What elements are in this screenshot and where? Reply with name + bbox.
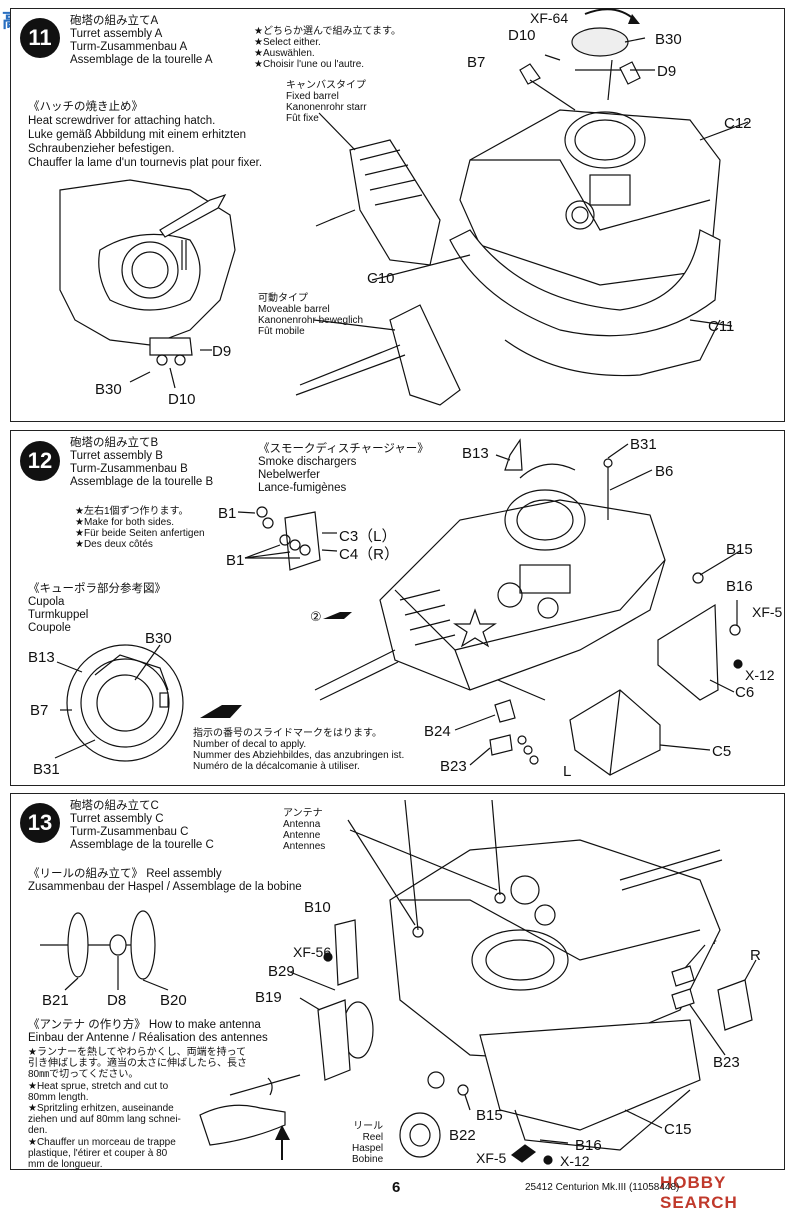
label-l: L [563, 763, 572, 780]
label-b16: B16 [726, 578, 753, 595]
label-b22: B22 [449, 1127, 476, 1144]
label-c10: C10 [367, 270, 395, 287]
label-b13-cupola: B13 [28, 649, 55, 666]
smoke-note: 《スモークディスチャージャー》 Smoke dischargers Nebelw… [258, 443, 429, 494]
label-b30-hatch: B30 [95, 381, 122, 398]
label-b29: B29 [268, 963, 295, 980]
label-x12: X-12 [745, 667, 775, 683]
label-b23-c: B23 [713, 1054, 740, 1071]
cupola-note: 《キューポラ部分参考図》 Cupola Turmkuppel Coupole [28, 583, 166, 634]
howto-antenna-steps: ★ランナーを熱してやわらかくし、両端を持って 引き伸ばします。適当の太さに伸ばし… [28, 1047, 247, 1171]
watermark-bottom: HOBBY SEARCH [660, 1173, 738, 1212]
step-12-title: 砲塔の組み立てB Turret assembly B Turm-Zusammen… [70, 437, 214, 488]
label-b31-cupola: B31 [33, 761, 60, 778]
label-c4: C4（R） [339, 546, 400, 563]
decal-number: ② [310, 609, 322, 624]
label-b7: B7 [467, 54, 486, 71]
label-d9: D9 [657, 63, 677, 80]
label-c5: C5 [712, 743, 732, 760]
label-x12-c: X-12 [560, 1153, 590, 1169]
step-12-number: 12 [20, 441, 60, 481]
label-c12: C12 [724, 115, 752, 132]
label-b15: B15 [726, 541, 753, 558]
label-b1-bottom: B1 [226, 552, 245, 569]
reel-note: 《リールの組み立て》 Reel assembly Zusammenbau der… [28, 868, 302, 893]
moveable-barrel-note: 可動タイプ Moveable barrel Kanonenrohr bewegl… [258, 293, 364, 337]
label-xf5: XF-5 [752, 604, 783, 620]
label-b30-cupola: B30 [145, 630, 172, 647]
label-b10: B10 [304, 899, 331, 916]
label-b21: B21 [42, 992, 69, 1009]
label-b1-top: B1 [218, 505, 237, 522]
label-c11: C11 [708, 318, 735, 335]
label-b24: B24 [424, 723, 451, 740]
label-d10-hatch: D10 [168, 391, 196, 408]
label-b23: B23 [440, 758, 467, 775]
label-c15: C15 [664, 1121, 692, 1138]
label-b15-c: B15 [476, 1107, 503, 1124]
step-11-number: 11 [20, 18, 60, 58]
label-r: R [750, 947, 761, 964]
step-13-number: 13 [20, 803, 60, 843]
label-d9-hatch: D9 [212, 343, 232, 360]
label-b6: B6 [655, 463, 674, 480]
step-13-title: 砲塔の組み立てC Turret assembly C Turm-Zusammen… [70, 800, 214, 851]
antenna-note: アンテナ Antenna Antenne Antennes [283, 808, 326, 852]
decal-note: 指示の番号のスライドマークをはります。 Number of decal to a… [193, 728, 405, 772]
label-b16-c: B16 [575, 1137, 602, 1154]
label-d8: D8 [107, 992, 127, 1009]
reel-label-note: リール Reel Haspel Bobine [352, 1121, 384, 1165]
label-xf5-c: XF-5 [476, 1150, 507, 1166]
label-b30: B30 [655, 31, 682, 48]
howto-antenna-title: 《アンテナ の作り方》 How to make antenna Einbau d… [28, 1019, 268, 1044]
label-b13: B13 [462, 445, 489, 462]
fixed-barrel-note: キャンバスタイプ Fixed barrel Kanonenrohr starr … [286, 80, 367, 124]
select-note: ★どちらか選んで組み立てます。 ★Select either. ★Auswähl… [254, 26, 401, 70]
footer-code: 25412 Centurion Mk.III (11058448) [525, 1182, 680, 1193]
label-xf56: XF-56 [293, 944, 332, 960]
both-sides-note: ★左右1個ずつ作ります。 ★Make for both sides. ★Für … [75, 506, 205, 550]
page-number: 6 [392, 1179, 401, 1196]
label-b20: B20 [160, 992, 187, 1009]
label-d10: D10 [508, 27, 536, 44]
label-b19: B19 [255, 989, 282, 1006]
step-11-title: 砲塔の組み立てA Turret assembly A Turm-Zusammen… [70, 15, 213, 66]
label-b24-c: B24 [690, 931, 717, 948]
label-c6: C6 [735, 684, 755, 701]
hatch-note: 《ハッチの焼き止め》 Heat screwdriver for attachin… [28, 101, 263, 169]
label-xf64: XF-64 [530, 10, 569, 26]
label-b7-cupola: B7 [30, 702, 49, 719]
label-b31: B31 [630, 436, 657, 453]
